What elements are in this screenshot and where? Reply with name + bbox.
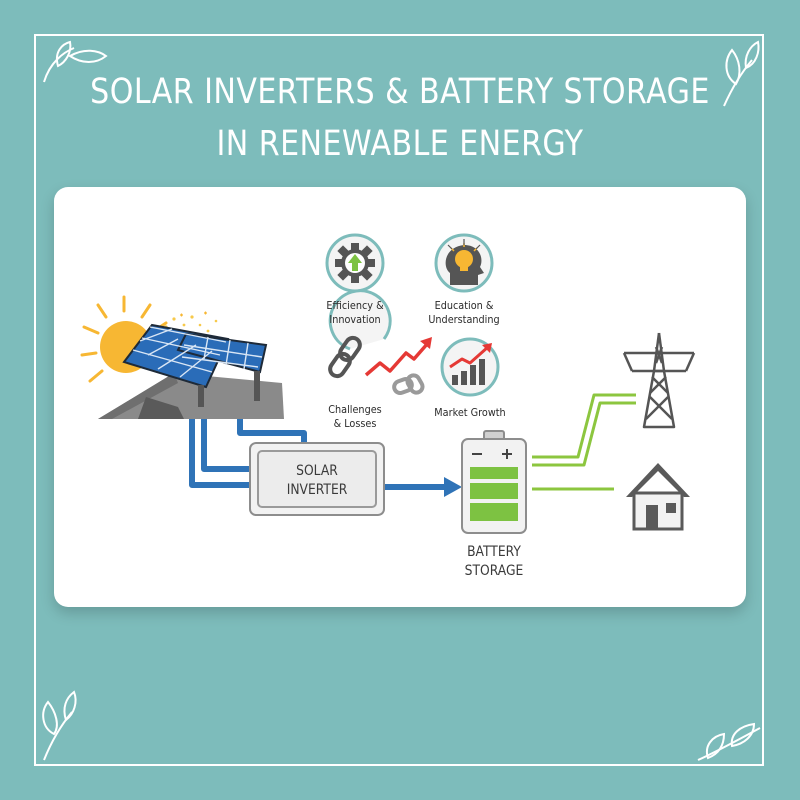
market-growth-label-line1: Market Growth <box>434 406 506 419</box>
market-growth-label: Market Growth <box>426 406 514 420</box>
solar-inverter <box>249 442 385 516</box>
battery-output-lines <box>532 393 636 491</box>
solar-panel-grid <box>132 326 263 378</box>
battery-label-line2: STORAGE <box>464 563 524 579</box>
leaf-icon <box>723 40 760 107</box>
battery-label: BATTERY STORAGE <box>450 543 538 581</box>
broken-chain-icon <box>328 289 432 396</box>
transmission-tower-icon <box>622 332 696 429</box>
leaf-icon <box>697 722 761 761</box>
challenges-label: Challenges & Losses <box>315 403 394 431</box>
education-label-line2: Understanding <box>428 313 500 326</box>
inverter-label-line2: INVERTER <box>286 482 348 498</box>
efficiency-label-line1: Efficiency & <box>326 299 384 312</box>
solar-panel-icon <box>122 323 268 389</box>
house-icon <box>626 463 690 531</box>
rooftop <box>98 373 284 419</box>
inverter-label-line1: SOLAR <box>296 463 338 479</box>
title-line-1: SOLAR INVERTERS & BATTERY STORAGE <box>90 72 710 112</box>
leaf-icon <box>42 690 77 761</box>
inverter-to-battery-arrow <box>384 477 462 497</box>
education-label: Education & Understanding <box>420 299 508 327</box>
leaf-icon <box>43 40 108 83</box>
challenges-label-line1: Challenges <box>328 403 382 416</box>
education-label-line1: Education & <box>434 299 494 312</box>
page-title: SOLAR INVERTERS & BATTERY STORAGE IN REN… <box>56 66 744 170</box>
efficiency-label: Efficiency & Innovation <box>311 299 399 327</box>
efficiency-label-line2: Innovation <box>329 313 381 326</box>
head-lightbulb-icon <box>434 233 494 293</box>
gear-arrow-icon <box>325 233 385 293</box>
diagram-canvas <box>80 233 696 534</box>
decorative-frame <box>34 34 764 766</box>
title-line-2: IN RENEWABLE ENERGY <box>216 124 584 164</box>
diagram-card: Efficiency & Innovation Education & Unde… <box>54 187 746 607</box>
panel-stands <box>198 371 260 407</box>
battery-label-line1: BATTERY <box>467 544 521 560</box>
battery-storage <box>461 430 527 534</box>
challenges-label-line2: & Losses <box>333 417 377 430</box>
inverter-label: SOLAR INVERTER <box>265 462 369 500</box>
panel-to-inverter-wires <box>189 409 307 488</box>
growth-chart-icon <box>440 337 500 397</box>
